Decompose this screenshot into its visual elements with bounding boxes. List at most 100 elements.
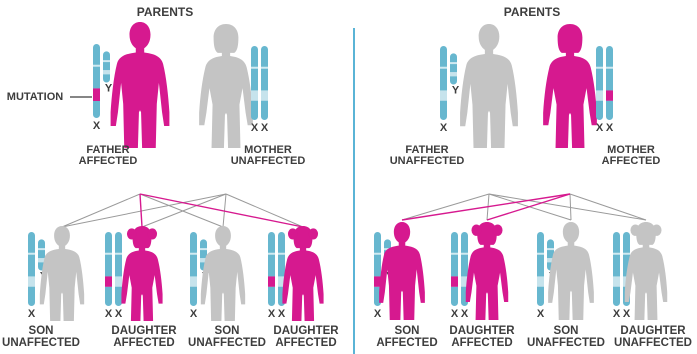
left-child-3-chromosomes-chrom-1-arm	[190, 232, 197, 306]
right-mother-chromosomes-chrom-2-arm	[606, 46, 613, 120]
right-child-4-chromosomes-label-2: X	[623, 308, 631, 320]
left-child-2-figure	[121, 226, 162, 321]
right-mother-label: MOTHER AFFECTED	[591, 145, 671, 167]
left-child-1-figure-body	[40, 226, 84, 321]
right-mother-figure	[543, 24, 597, 148]
left-child-4-label-line1: DAUGHTER	[268, 326, 344, 338]
left-father-mutation-mark	[93, 91, 100, 101]
right-child-3-figure-body	[548, 222, 594, 320]
left-mother-chromosomes-chrom-1-arm	[251, 46, 258, 120]
left-child-4-chromosomes-chrom-1-mutation	[268, 276, 275, 286]
left-mother-figure	[199, 24, 253, 148]
right-mother-label-line2: AFFECTED	[591, 156, 671, 167]
right-connector-mother-3	[570, 194, 571, 220]
right-child-4-figure-pigtail-right	[652, 224, 662, 235]
left-father-chromosomes-chrom-1-centromere	[93, 65, 100, 67]
left-connector-mother-1	[62, 194, 226, 227]
right-father-chromosomes-label-1: X	[440, 122, 448, 134]
right-connector-mother-4	[570, 194, 646, 220]
right-child-4-label: DAUGHTER UNAFFECTED	[610, 326, 696, 349]
left-child-2-chromosomes-label-2: X	[115, 308, 123, 320]
left-child-1-chromosomes-chrom-1	[28, 232, 35, 306]
right-father-chromosomes-chrom-2-band	[450, 72, 457, 76]
left-child-1-chromosomes-chrom-1-centromere	[28, 253, 35, 255]
left-child-1-label-line2: UNAFFECTED	[0, 338, 82, 350]
left-child-2-chromosomes-chrom-2	[115, 232, 122, 306]
right-parents-heading: PARENTS	[487, 6, 577, 18]
right-child-2-chromosomes-label-1: X	[451, 308, 459, 320]
right-child-4-chromosomes-chrom-1	[613, 232, 620, 306]
left-child-4-label-line2: AFFECTED	[268, 338, 344, 350]
left-child-3-chromosomes-label-1: X	[190, 308, 198, 320]
left-child-3-label: SON UNAFFECTED	[186, 326, 268, 349]
right-child-3-chromosomes-chrom-1-band	[537, 276, 544, 286]
left-child-2-figure-pigtail-right	[148, 228, 158, 239]
left-child-3-label-line2: UNAFFECTED	[186, 338, 268, 350]
left-child-1-figure	[40, 226, 84, 321]
right-father-chromosomes-chrom-1-arm	[440, 46, 447, 120]
left-child-2-chromosomes-label-1: X	[105, 308, 113, 320]
left-child-2-figure-body	[121, 226, 162, 321]
left-connector-father-4	[140, 194, 303, 227]
left-child-4-chromosomes-chrom-1-centromere	[268, 253, 275, 255]
left-mother-chromosomes-label-2: X	[261, 122, 269, 134]
right-father-chromosomes-chrom-2-centromere	[450, 62, 457, 64]
left-child-4-chromosomes-chrom-1-arm	[268, 232, 275, 306]
right-mother-chromosomes-label-2: X	[606, 122, 614, 134]
left-child-3-figure-body	[201, 226, 245, 321]
right-child-2-figure-body	[466, 222, 508, 320]
right-father-figure-body	[460, 24, 518, 148]
right-child-4-label-line1: DAUGHTER	[610, 326, 696, 338]
left-father-chromosomes-chrom-2-arm	[103, 51, 110, 82]
right-child-4-chromosomes-chrom-2-centromere	[623, 253, 630, 255]
left-connector-father-2	[140, 194, 142, 227]
left-child-1-chromosomes-chrom-2-centromere	[38, 248, 45, 250]
right-child-1-figure-body	[379, 222, 425, 320]
left-child-1-chromosomes-chrom-1-arm	[28, 232, 35, 306]
right-child-2-figure	[466, 222, 508, 320]
right-child-3-chromosomes-chrom-1-arm	[537, 232, 544, 306]
mutation-label: MUTATION	[0, 92, 70, 103]
right-child-2-figure-pigtail-left	[471, 224, 481, 235]
right-mother-chromosomes-label-1: X	[596, 122, 604, 134]
left-mother-chromosomes-chrom-1-centromere	[251, 67, 258, 69]
right-child-1-label: SON AFFECTED	[374, 326, 440, 349]
left-child-2-chromosomes-chrom-2-centromere	[115, 253, 122, 255]
left-mother-chromosomes-chrom-2-centromere	[261, 67, 268, 69]
left-connector-father-3	[140, 194, 223, 227]
left-mother-figure-body	[199, 24, 253, 148]
left-child-4-label: DAUGHTER AFFECTED	[268, 326, 344, 349]
left-child-2-chromosomes-chrom-1-centromere	[105, 253, 112, 255]
right-child-3-label: SON UNAFFECTED	[525, 326, 607, 349]
left-child-4-chromosomes-chrom-2-centromere	[278, 253, 285, 255]
left-child-3-chromosomes-chrom-1-band	[190, 276, 197, 286]
right-child-4-figure	[625, 222, 667, 320]
right-father-chromosomes-label-2: Y	[452, 84, 460, 96]
right-mother-chromosomes-chrom-1-arm	[596, 46, 603, 120]
right-mother-chromosomes-chrom-1	[596, 46, 603, 120]
right-child-2-chromosomes-chrom-1-arm	[451, 232, 458, 306]
right-child-1-chromosomes-label-1: X	[374, 308, 382, 320]
left-father-label: FATHER AFFECTED	[68, 145, 148, 167]
right-child-2-chromosomes-label-2: X	[461, 308, 469, 320]
right-mother-chromosomes-chrom-2-mutation	[606, 90, 613, 100]
left-child-4-figure-pigtail-right	[309, 228, 319, 239]
right-child-3-label-line1: SON	[525, 326, 607, 338]
right-child-1-figure	[379, 222, 425, 320]
left-connector-father-1	[62, 194, 140, 227]
right-child-2-label-line1: DAUGHTER	[444, 326, 520, 338]
right-father-label: FATHER UNAFFECTED	[385, 145, 469, 167]
left-parents-heading: PARENTS	[120, 6, 210, 18]
left-father-chromosomes-chrom-2-centromere	[103, 60, 110, 62]
left-child-3-chromosomes-chrom-1	[190, 232, 197, 306]
left-mother-chromosomes-label-1: X	[251, 122, 259, 134]
right-mother-chromosomes-chrom-1-centromere	[596, 67, 603, 69]
left-mother-chromosomes-chrom-2-band	[261, 90, 268, 100]
left-child-1-chromosomes-label-1: X	[28, 308, 36, 320]
right-father-chromosomes-chrom-2-arm	[450, 53, 457, 84]
left-child-2-chromosomes-chrom-2-band	[115, 276, 122, 286]
right-child-1-chromosomes-chrom-1-centromere	[374, 253, 381, 255]
left-child-3-figure	[201, 226, 245, 321]
